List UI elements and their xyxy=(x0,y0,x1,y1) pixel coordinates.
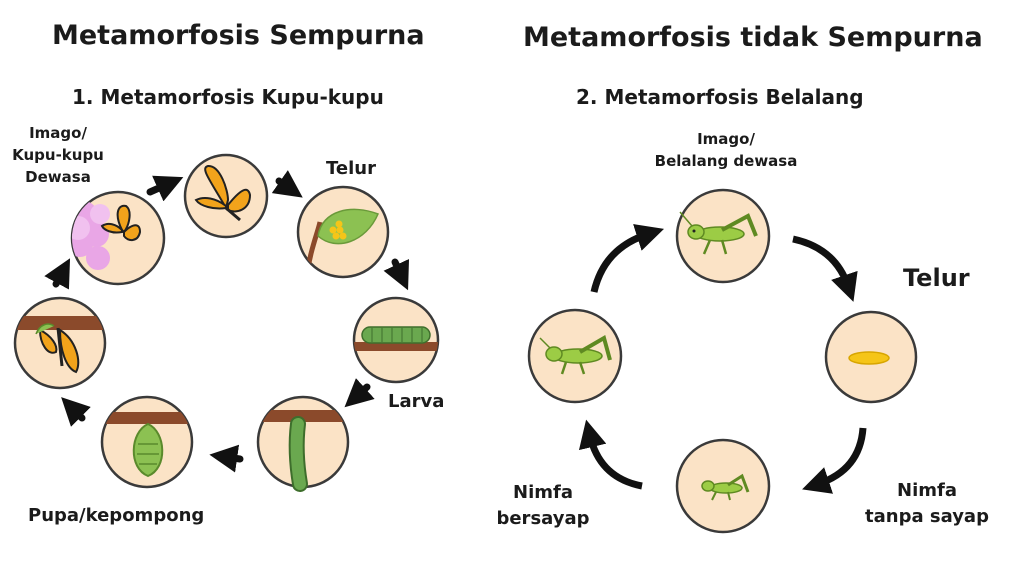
subtitle-butterfly: 1. Metamorfosis Kupu-kupu xyxy=(72,85,384,109)
arrow-icon xyxy=(792,235,858,302)
arrow-icon xyxy=(578,419,643,490)
egg-icon xyxy=(848,351,890,365)
label-butterfly-egg: Telur xyxy=(326,158,376,179)
emerging-butterfly-icon xyxy=(35,323,80,374)
flower-icon xyxy=(72,201,110,270)
grasshopper-icon xyxy=(679,211,758,255)
stage-butterfly-egg xyxy=(296,185,390,279)
caterpillar-icon xyxy=(361,326,431,344)
butterfly-small-icon xyxy=(100,204,142,242)
title-complete-metamorphosis: Metamorfosis Sempurna xyxy=(52,20,425,51)
arrow-icon xyxy=(383,258,410,291)
label-grasshopper-egg: Telur xyxy=(903,264,970,292)
stage-grasshopper-egg xyxy=(824,310,918,404)
label-butterfly-imago: Imago/ Kupu-kupu Dewasa xyxy=(12,124,104,186)
label-nymph-wingless: Nimfa tanpa sayap xyxy=(865,480,989,527)
arrow-icon xyxy=(61,397,91,427)
title-incomplete-metamorphosis: Metamorfosis tidak Sempurna xyxy=(523,22,983,53)
arrows-grasshopper-cycle xyxy=(578,224,867,494)
butterfly-icon xyxy=(194,165,252,222)
arrow-icon xyxy=(802,427,867,494)
stage-butterfly-adult xyxy=(183,153,269,239)
label-butterfly-larva: Larva xyxy=(388,391,445,412)
winged-nymph-icon xyxy=(539,334,612,375)
subtitle-grasshopper: 2. Metamorfosis Belalang xyxy=(576,85,864,109)
stage-butterfly-pupa xyxy=(100,395,194,489)
arrow-icon xyxy=(146,175,184,202)
stage-grasshopper-nymph-winged xyxy=(527,308,623,404)
arrow-icon xyxy=(44,258,71,290)
arrow-icon xyxy=(590,224,665,293)
stage-butterfly-emerging xyxy=(13,296,107,390)
arrow-icon xyxy=(271,170,303,198)
stage-butterfly-larva xyxy=(352,296,440,384)
arrows-butterfly-cycle xyxy=(44,170,410,473)
stage-butterfly-imago xyxy=(70,190,166,286)
label-nymph-winged: Nimfa bersayap xyxy=(496,482,590,529)
egg-cluster-icon xyxy=(329,220,347,240)
arrow-icon xyxy=(209,444,244,473)
hanging-caterpillar-icon xyxy=(288,416,308,492)
stage-grasshopper-nymph-wingless xyxy=(675,438,771,534)
cocoon-icon xyxy=(132,422,164,478)
arrow-icon xyxy=(344,378,375,408)
nymph-icon xyxy=(701,473,750,501)
label-butterfly-pupa: Pupa/kepompong xyxy=(28,505,205,526)
stage-grasshopper-adult xyxy=(675,188,771,284)
stage-butterfly-larva-hanging xyxy=(256,395,350,492)
label-grasshopper-imago: Imago/ Belalang dewasa xyxy=(654,130,798,170)
